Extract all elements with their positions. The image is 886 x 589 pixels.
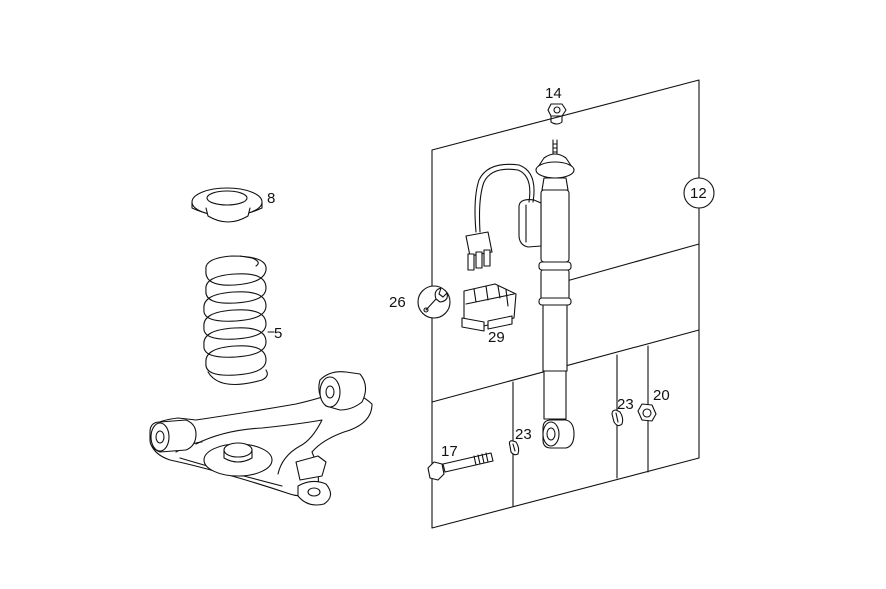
bolt[interactable] xyxy=(427,452,494,481)
label-12: 12 xyxy=(690,185,707,202)
washer-left[interactable] xyxy=(508,440,520,456)
coil-spring[interactable] xyxy=(203,255,268,386)
label-5: 5 xyxy=(274,325,282,342)
lower-nut[interactable] xyxy=(637,403,657,422)
label-20: 20 xyxy=(653,387,670,404)
sensor-cable[interactable] xyxy=(465,163,535,271)
label-29: 29 xyxy=(488,329,505,346)
label-23-right: 23 xyxy=(617,396,634,413)
lower-control-arm[interactable] xyxy=(149,371,373,506)
label-14: 14 xyxy=(545,85,562,102)
shock-absorber[interactable] xyxy=(518,139,575,449)
label-17: 17 xyxy=(441,443,458,460)
wrench-icon xyxy=(417,285,451,319)
spring-pad[interactable] xyxy=(191,187,263,223)
callout-circle xyxy=(683,177,715,209)
label-8: 8 xyxy=(267,190,275,207)
mounting-clip[interactable] xyxy=(461,283,517,332)
label-26: 26 xyxy=(389,294,406,311)
washer-right[interactable] xyxy=(611,409,624,427)
label-23-left: 23 xyxy=(515,426,532,443)
top-nut[interactable] xyxy=(547,103,567,125)
